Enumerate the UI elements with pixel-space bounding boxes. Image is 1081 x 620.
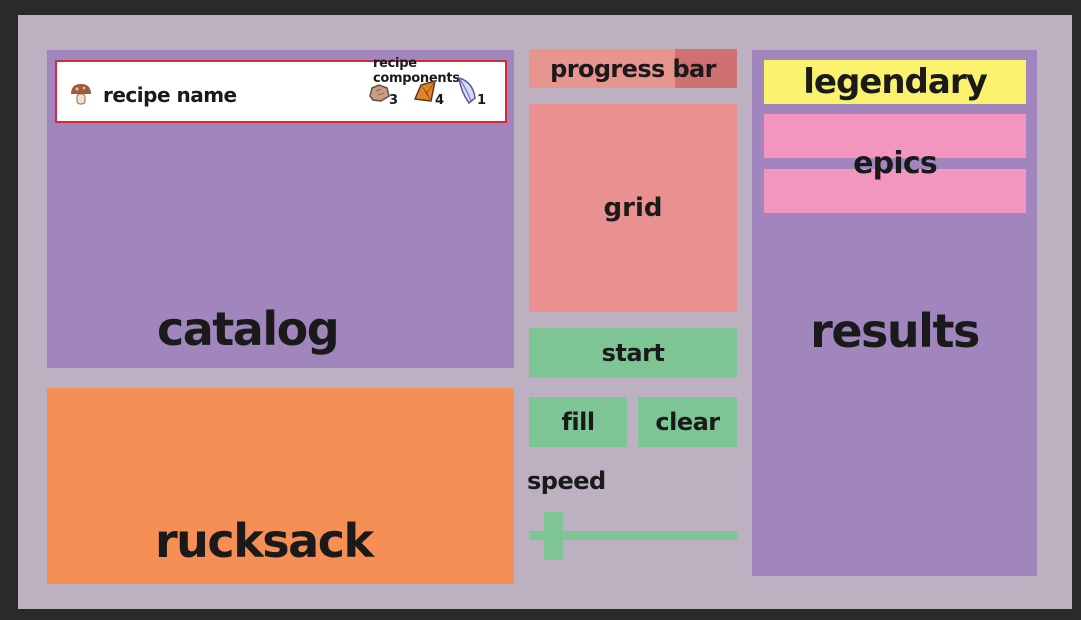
game-ui-canvas: recipe components recipe name 3	[18, 15, 1072, 609]
recipe-row[interactable]: recipe components recipe name 3	[55, 56, 507, 123]
catalog-label: catalog	[157, 302, 340, 356]
epic-slot[interactable]	[764, 114, 1026, 158]
progress-bar-fill	[674, 49, 737, 88]
fill-button-label: fill	[561, 408, 595, 436]
rucksack-panel[interactable]: rucksack	[47, 388, 514, 584]
crafting-grid[interactable]: grid	[529, 104, 737, 312]
ore-shard-icon	[413, 79, 436, 102]
speed-label: speed	[527, 467, 606, 495]
speed-slider-track[interactable]	[529, 531, 737, 540]
component-count: 1	[477, 93, 487, 108]
catalog-panel: recipe components recipe name 3	[47, 50, 514, 368]
fill-button[interactable]: fill	[529, 397, 627, 447]
epic-slot[interactable]	[764, 169, 1026, 213]
speed-slider-thumb[interactable]	[544, 512, 564, 560]
progress-bar: progress bar	[529, 49, 737, 88]
legendary-slot[interactable]: legendary	[764, 60, 1026, 104]
start-button-label: start	[601, 339, 665, 367]
mushroom-icon	[71, 84, 91, 105]
feather-icon	[458, 76, 476, 105]
legendary-label: legendary	[803, 62, 988, 102]
clear-button[interactable]: clear	[638, 397, 737, 447]
component-count: 3	[389, 93, 399, 108]
component-ore-shard: 4	[413, 76, 457, 110]
progress-bar-label: progress bar	[550, 54, 716, 83]
component-count: 4	[435, 93, 445, 108]
component-feather: 1	[455, 76, 499, 110]
clear-button-label: clear	[655, 408, 720, 436]
results-panel: legendary epics results	[752, 50, 1037, 576]
rucksack-label: rucksack	[155, 514, 374, 568]
results-label: results	[810, 304, 980, 358]
start-button[interactable]: start	[529, 328, 737, 378]
component-rock: 3	[367, 76, 411, 110]
recipe-components-label: recipe components	[373, 56, 460, 86]
recipe-name: recipe name	[103, 83, 237, 107]
grid-label: grid	[603, 193, 663, 223]
rock-icon	[369, 84, 390, 102]
epics-label: epics	[853, 146, 938, 181]
